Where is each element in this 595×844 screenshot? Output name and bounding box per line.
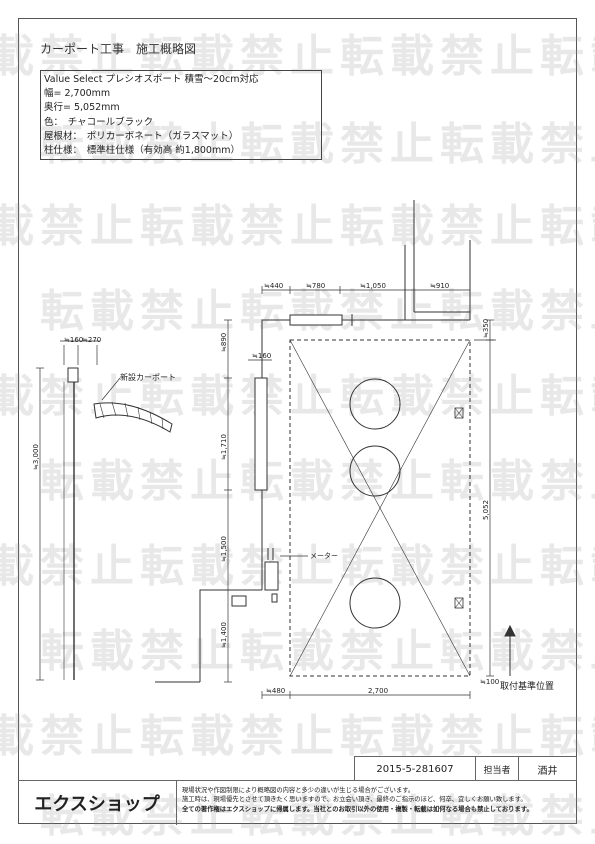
side-elevation: [36, 340, 173, 681]
spec-line: 幅= 2,700mm: [44, 88, 111, 100]
dim-890: ≒890: [220, 333, 228, 352]
dim-5052: 5,052: [482, 500, 490, 520]
watermark-text: 転載禁止: [40, 626, 240, 677]
watermark-text: 転載禁止: [0, 201, 140, 252]
watermark-text: 転載禁止: [140, 541, 340, 592]
tree-circle: [349, 445, 401, 497]
spec-line: 色： チャコールブラック: [44, 116, 154, 128]
dim-160: ≒160: [252, 352, 271, 360]
bottom-dimension-chain: [261, 691, 471, 699]
watermark-text: 転載禁止: [140, 31, 340, 82]
post-marker: [454, 407, 464, 419]
label-meter: メーター: [310, 551, 338, 560]
carport-roof: [289, 339, 471, 677]
watermark-text: 転載禁止: [40, 119, 240, 170]
watermark-text: 転載禁止: [540, 541, 595, 592]
meter-box: [264, 561, 279, 591]
label-new-carport: 新設カーポート: [120, 372, 176, 382]
doc-number: 2015-5-281607: [355, 757, 476, 781]
watermark-text: 転載禁止: [240, 456, 440, 507]
watermark-text: 転載禁止: [440, 791, 595, 842]
watermark-text: 転載禁止: [140, 371, 340, 422]
dim-3000: ≒3,000: [32, 444, 40, 470]
watermark-text: 転載禁止: [540, 371, 595, 422]
watermark-text: 転載禁止: [340, 201, 540, 252]
person-label: 担当者: [476, 757, 519, 781]
dim-side-270: ≒270: [82, 336, 101, 344]
dim-1710: ≒1,710: [220, 434, 228, 460]
dim-780: ≒780: [306, 282, 325, 290]
utility-box: [231, 595, 247, 607]
watermark-text: 転載禁止: [540, 201, 595, 252]
fence-panel: [254, 377, 268, 491]
person-name: 酒井: [519, 757, 577, 781]
watermark-text: 転載禁止: [0, 541, 140, 592]
label-base-position: 取付基準位置: [500, 680, 554, 692]
base-arrow: [504, 624, 516, 676]
watermark-text: 転載禁止: [540, 31, 595, 82]
watermark-text: 転載禁止: [40, 791, 240, 842]
watermark-text: 転載禁止: [40, 456, 240, 507]
watermark-text: 転載禁止: [440, 119, 595, 170]
watermark-text: 転載禁止: [140, 201, 340, 252]
spec-line: 柱仕様： 標準柱仕様（有効高 約1,800mm）: [44, 145, 240, 157]
post-marker: [454, 597, 464, 609]
company-logo: エクスショップ: [18, 780, 177, 825]
watermark-text: 転載禁止: [140, 711, 340, 762]
watermark-text: 転載禁止: [540, 711, 595, 762]
dim-480: ≒480: [266, 687, 285, 695]
watermark-text: 転載禁止: [240, 626, 440, 677]
spec-line: Value Select プレシオスポート 積雪～20cm対応: [44, 74, 259, 85]
right-dimension: [474, 319, 496, 677]
dim-100: ≒100: [480, 678, 499, 686]
gate-rect: [289, 314, 343, 326]
dim-2700: 2,700: [368, 687, 388, 695]
tree-circle: [349, 378, 401, 430]
dim-1500: ≒1,500: [220, 536, 228, 562]
dim-1400: ≒1,400: [220, 622, 228, 648]
footer-note: 現場状況や作図制限により概略図の内容と多少の違いが生じる場合がございます。 施工…: [182, 787, 533, 813]
watermark-text: 転載禁止: [340, 31, 540, 82]
dim-side-160: ≒160: [64, 336, 83, 344]
spec-line: 奥行= 5,052mm: [44, 102, 120, 114]
watermark-text: 転載禁止: [0, 31, 140, 82]
watermark-text: 転載禁止: [240, 286, 440, 337]
watermark-text: 転載禁止: [440, 456, 595, 507]
info-row: 2015-5-281607 担当者 酒井: [354, 756, 577, 781]
watermark-text: 転載禁止: [340, 711, 540, 762]
watermark-text: 転載禁止: [40, 286, 240, 337]
top-dimension-chain: [261, 286, 471, 294]
spec-box: Value Select プレシオスポート 積雪～20cm対応 幅= 2,700…: [40, 70, 322, 160]
footer: 2015-5-281607 担当者 酒井 エクスショップ 現場状況や作図制限によ…: [18, 756, 577, 825]
tree-circle: [349, 577, 401, 629]
watermark-text: 転載禁止: [240, 119, 440, 170]
left-dimension-chain: [224, 319, 272, 683]
drawing-frame: [18, 18, 577, 824]
dim-910: ≒910: [430, 282, 449, 290]
spec-line: 屋根材： ポリカーボネート（ガラスマット）: [44, 130, 239, 142]
watermark-text: 転載禁止: [240, 791, 440, 842]
dim-440: ≒440: [264, 282, 283, 290]
dim-1050: ≒1,050: [360, 282, 386, 290]
page-title: カーポート工事 施工概略図: [40, 42, 197, 56]
dim-350: ≒350: [482, 319, 490, 338]
boundary-walls: [155, 200, 471, 683]
watermark-text: 転載禁止: [340, 541, 540, 592]
watermark-text: 転載禁止: [0, 711, 140, 762]
